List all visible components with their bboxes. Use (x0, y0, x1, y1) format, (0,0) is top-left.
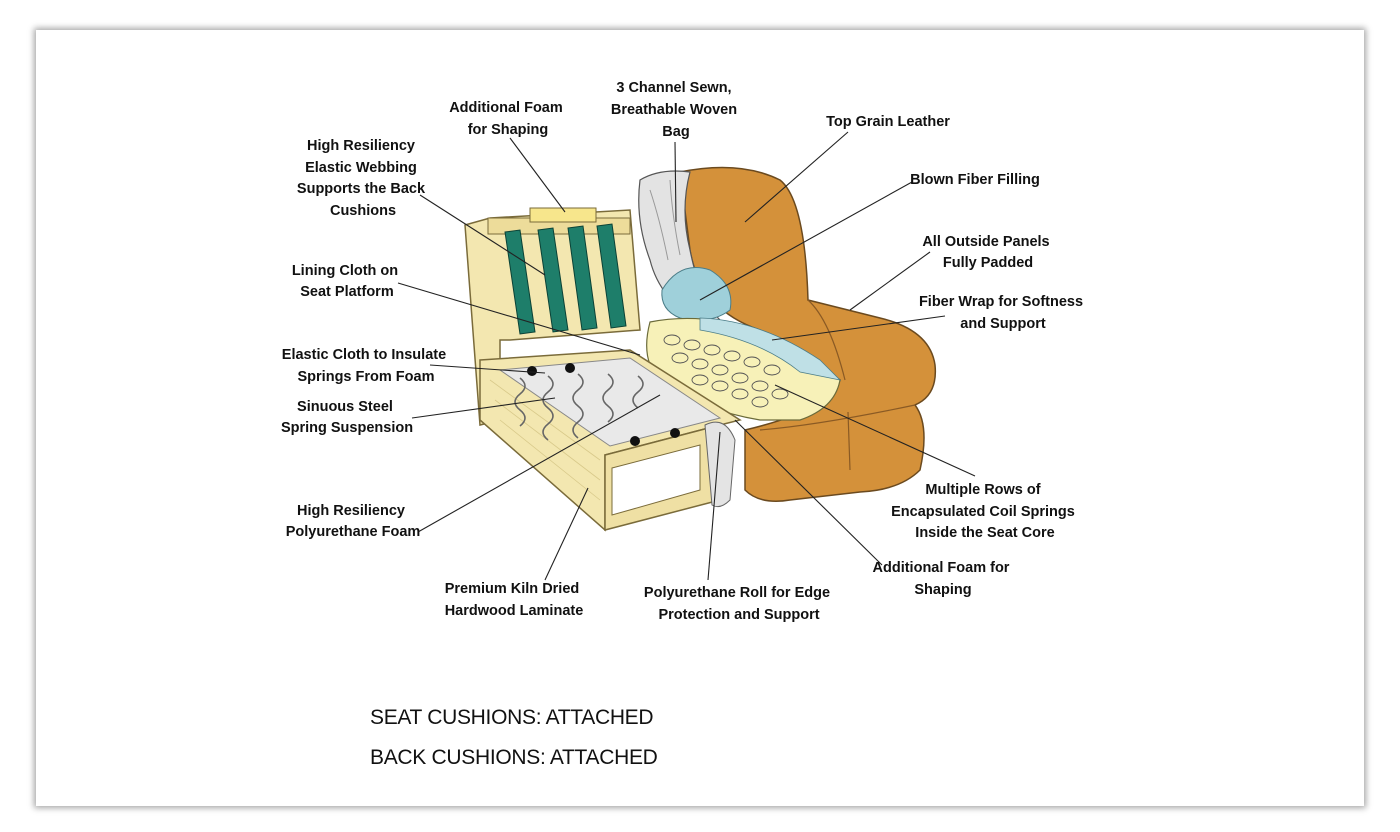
callout-additional-foam-top: Additional Foam for Shaping (449, 100, 567, 138)
leader-lines (397, 131, 976, 581)
polyurethane-edge-roll (704, 421, 736, 508)
callout-fiber-wrap: Fiber Wrap for Softness and Support (919, 294, 1087, 332)
callout-kiln-dried-hardwood: Premium Kiln Dried Hardwood Laminate (445, 581, 584, 619)
leather-seam (759, 299, 916, 471)
callout-polyurethane-roll: Polyurethane Roll for Edge Protection an… (644, 585, 834, 623)
elastic-webbing (504, 223, 627, 335)
callout-elastic-webbing: High Resiliency Elastic Webbing Supports… (297, 138, 429, 219)
callout-additional-foam-bottom: Additional Foam for Shaping (873, 560, 1014, 598)
sofa-illustration (464, 166, 937, 532)
blown-fiber-filling (661, 267, 732, 321)
callout-outside-panels: All Outside Panels Fully Padded (922, 234, 1053, 271)
callout-sinuous-spring: Sinuous Steel Spring Suspension (281, 399, 413, 436)
callout-coil-springs: Multiple Rows of Encapsulated Coil Sprin… (891, 482, 1079, 541)
spring-clips (527, 363, 680, 446)
callout-top-grain-leather: Top Grain Leather (826, 114, 950, 130)
fiber-wrap-layer (699, 317, 842, 381)
back-cushion-channel (649, 179, 681, 261)
seat-cushions-spec: SEAT CUSHIONS: ATTACHED (370, 706, 654, 729)
callout-blown-fiber: Blown Fiber Filling (910, 172, 1040, 188)
seat-frame-cutout (611, 444, 701, 516)
callout-lining-cloth: Lining Cloth on Seat Platform (292, 263, 402, 300)
additional-foam-top-block (529, 207, 597, 223)
back-cushions-spec: BACK CUSHIONS: ATTACHED (370, 746, 658, 769)
callout-elastic-cloth: Elastic Cloth to Insulate Springs From F… (282, 347, 450, 385)
callout-hr-polyurethane-foam: High Resiliency Polyurethane Foam (286, 503, 421, 540)
coil-springs (663, 334, 789, 408)
callout-channel-sewn-bag: 3 Channel Sewn, Breathable Woven Bag (611, 80, 741, 140)
seat-platform-lining (498, 357, 722, 447)
sinuous-springs (514, 373, 644, 441)
